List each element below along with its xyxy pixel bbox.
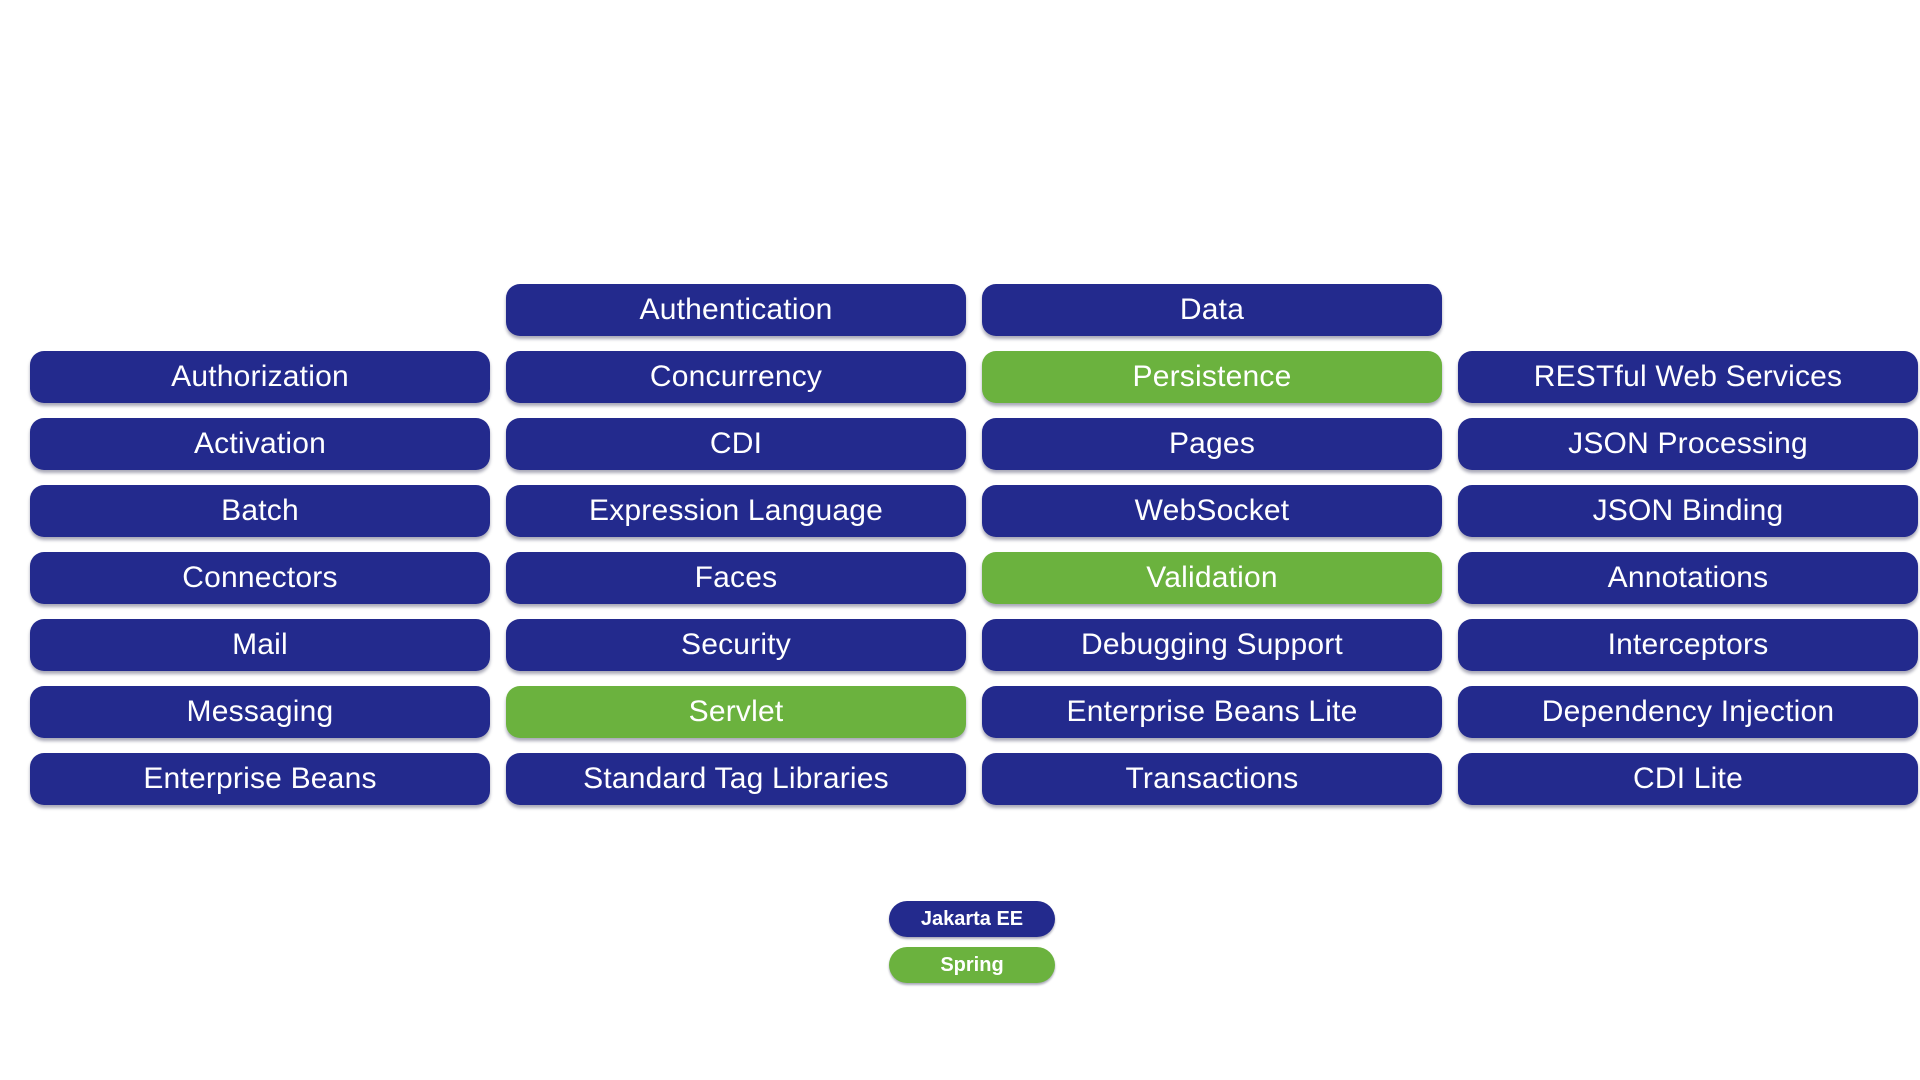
spec-pill-debugging-support: Debugging Support: [982, 619, 1442, 671]
spec-pill-batch: Batch: [30, 485, 490, 537]
legend: Jakarta EE Spring: [889, 901, 1055, 983]
spec-pill-json-processing: JSON Processing: [1458, 418, 1918, 470]
spec-pill-dependency-injection: Dependency Injection: [1458, 686, 1918, 738]
spec-pill-enterprise-beans: Enterprise Beans: [30, 753, 490, 805]
spec-pill-concurrency: Concurrency: [506, 351, 966, 403]
spec-pill-messaging: Messaging: [30, 686, 490, 738]
spec-pill-data: Data: [982, 284, 1442, 336]
spec-pill-mail: Mail: [30, 619, 490, 671]
spec-pill-cdi: CDI: [506, 418, 966, 470]
spec-pill-interceptors: Interceptors: [1458, 619, 1918, 671]
legend-pill-spring: Spring: [889, 947, 1055, 983]
spec-pill-authentication: Authentication: [506, 284, 966, 336]
spec-pill-json-binding: JSON Binding: [1458, 485, 1918, 537]
spec-pill-standard-tag-libraries: Standard Tag Libraries: [506, 753, 966, 805]
spec-pill-authorization: Authorization: [30, 351, 490, 403]
spec-pill-annotations: Annotations: [1458, 552, 1918, 604]
spec-pill-security: Security: [506, 619, 966, 671]
spec-pill-servlet: Servlet: [506, 686, 966, 738]
spec-pill-cdi-lite: CDI Lite: [1458, 753, 1918, 805]
spec-pill-pages: Pages: [982, 418, 1442, 470]
spec-pill-persistence: Persistence: [982, 351, 1442, 403]
spec-pill-enterprise-beans-lite: Enterprise Beans Lite: [982, 686, 1442, 738]
spec-pill-connectors: Connectors: [30, 552, 490, 604]
spec-pill-expression-language: Expression Language: [506, 485, 966, 537]
legend-pill-jakarta-ee: Jakarta EE: [889, 901, 1055, 937]
spec-pill-activation: Activation: [30, 418, 490, 470]
spec-pill-faces: Faces: [506, 552, 966, 604]
spec-pill-transactions: Transactions: [982, 753, 1442, 805]
spec-pill-restful-web-services: RESTful Web Services: [1458, 351, 1918, 403]
spec-pill-websocket: WebSocket: [982, 485, 1442, 537]
spec-pill-validation: Validation: [982, 552, 1442, 604]
